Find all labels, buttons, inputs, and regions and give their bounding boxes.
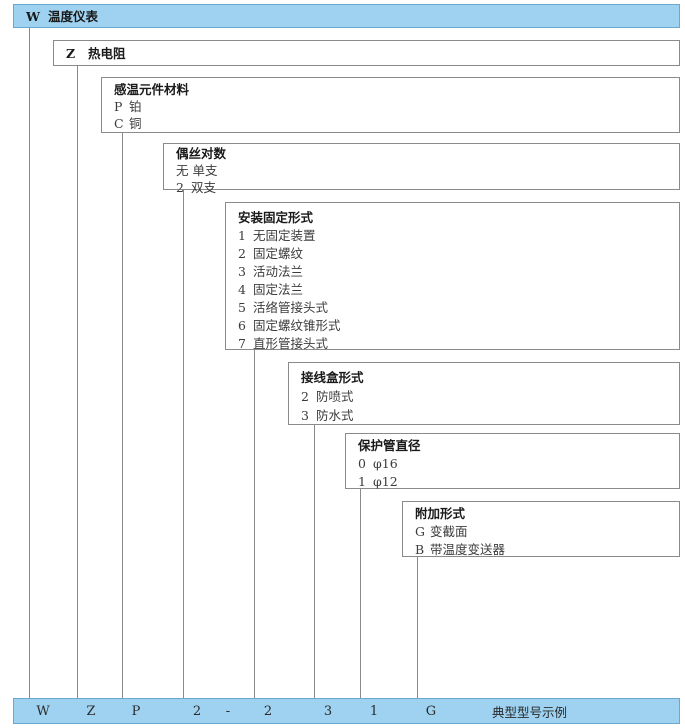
- option-code: 1: [238, 228, 246, 243]
- option-row: 0 φ16: [358, 455, 679, 473]
- option-label: 无固定装置: [252, 228, 316, 243]
- connector-line-z: [77, 66, 78, 698]
- title-bar-row: W 温度仪表: [26, 8, 679, 26]
- option-label: 双支: [190, 180, 216, 195]
- option-label: 铜: [128, 116, 142, 131]
- level-title-additional-type: 附加形式: [415, 506, 466, 521]
- legend-note: 典型型号示例: [492, 704, 568, 720]
- option-code: 2: [176, 180, 184, 195]
- option-row: C 铜: [114, 115, 679, 132]
- legend-code-mounting: 2: [263, 703, 273, 719]
- level-title-junction-box-type: 接线盒形式: [301, 370, 364, 385]
- legend-code-w: W: [36, 703, 50, 719]
- option-label: φ12: [372, 474, 398, 489]
- connector-line-junction: [314, 425, 315, 698]
- option-code: 3: [238, 264, 246, 279]
- option-label: 固定螺纹锥形式: [252, 318, 341, 333]
- title-bar-temperature-instrument: W 温度仪表: [13, 4, 680, 28]
- option-label: 固定法兰: [252, 282, 303, 297]
- option-code: 3: [301, 408, 309, 423]
- option-label: 带温度变送器: [429, 542, 505, 557]
- option-row: 2 双支: [176, 179, 679, 196]
- level-title-row-type: Z 热电阻: [66, 45, 679, 63]
- option-code: G: [415, 524, 425, 539]
- level-box-protection-tube-diameter: 保护管直径 0 φ16 1 φ12: [345, 433, 680, 489]
- option-row: 无 单支: [176, 162, 679, 179]
- option-label: 防喷式: [315, 389, 354, 404]
- option-code: 4: [238, 282, 246, 297]
- level-box-junction-box-type: 接线盒形式 2 防喷式 3 防水式: [288, 362, 680, 425]
- option-row: 2 固定螺纹: [238, 245, 679, 263]
- connector-line-tube: [360, 489, 361, 698]
- option-row: 5 活络管接头式: [238, 299, 679, 317]
- legend-code-junction: 3: [323, 703, 333, 719]
- option-code: C: [114, 116, 124, 131]
- option-row: B 带温度变送器: [415, 541, 679, 559]
- connector-line-pairs: [183, 190, 184, 698]
- level-box-wire-pairs: 偶丝对数 无 单支 2 双支: [163, 143, 680, 195]
- legend-code-p: P: [131, 703, 141, 719]
- option-label: 铂: [128, 99, 142, 114]
- option-label: 防水式: [315, 408, 354, 423]
- option-label: φ16: [372, 456, 398, 471]
- option-row: 7 直形管接头式: [238, 335, 679, 353]
- level-box-additional-type: 附加形式 G 变截面 B 带温度变送器: [402, 501, 680, 557]
- option-label: 直形管接头式: [252, 336, 328, 351]
- option-row: 2 防喷式: [301, 387, 679, 406]
- option-label: 单支: [192, 163, 218, 178]
- option-code: 0: [358, 456, 366, 471]
- legend-code-pairs: 2: [192, 703, 202, 719]
- connector-line-mounting: [254, 350, 255, 698]
- legend-bar: W Z P 2 - 2 3 1 G 典型型号示例: [13, 698, 680, 724]
- option-row: 1 无固定装置: [238, 227, 679, 245]
- option-row: 4 固定法兰: [238, 281, 679, 299]
- option-code: 2: [238, 246, 246, 261]
- option-code: 无: [176, 163, 189, 178]
- legend-code-additional: G: [425, 703, 437, 719]
- option-code: 7: [238, 336, 246, 351]
- option-label: 活动法兰: [252, 264, 303, 279]
- legend-code-z: Z: [86, 703, 96, 719]
- level-code-type: Z: [66, 46, 76, 61]
- option-row: 6 固定螺纹锥形式: [238, 317, 679, 335]
- title-bar-code: W: [26, 9, 41, 24]
- level-title-mounting-fixing-type: 安装固定形式: [238, 210, 314, 225]
- option-code: 1: [358, 474, 366, 489]
- option-row: 3 防水式: [301, 406, 679, 425]
- option-row: P 铂: [114, 98, 679, 115]
- option-row: 1 φ12: [358, 473, 679, 491]
- title-bar-label: 温度仪表: [48, 9, 99, 24]
- legend-separator-dash: -: [225, 703, 231, 719]
- level-title-protection-tube-diameter: 保护管直径: [358, 438, 421, 453]
- option-code: 2: [301, 389, 309, 404]
- option-code: B: [415, 542, 425, 557]
- option-row: G 变截面: [415, 523, 679, 541]
- level-box-sensing-element-material: 感温元件材料 P 铂 C 铜: [101, 77, 680, 133]
- option-label: 固定螺纹: [252, 246, 303, 261]
- connector-line-p: [122, 133, 123, 698]
- option-label: 活络管接头式: [252, 300, 328, 315]
- level-box-type: Z 热电阻: [53, 40, 680, 66]
- level-label-type: 热电阻: [88, 46, 126, 61]
- option-code: 5: [238, 300, 246, 315]
- connector-line-additional: [417, 557, 418, 698]
- legend-code-tube: 1: [369, 703, 379, 719]
- option-row: 3 活动法兰: [238, 263, 679, 281]
- option-code: 6: [238, 318, 246, 333]
- level-title-wire-pairs: 偶丝对数: [176, 146, 227, 161]
- connector-line-w: [29, 26, 30, 698]
- level-box-mounting-fixing-type: 安装固定形式 1 无固定装置 2 固定螺纹 3 活动法兰 4 固定法兰 5 活络…: [225, 202, 680, 353]
- option-label: 变截面: [429, 524, 468, 539]
- level-title-sensing-element-material: 感温元件材料: [114, 82, 190, 97]
- option-code: P: [114, 99, 123, 114]
